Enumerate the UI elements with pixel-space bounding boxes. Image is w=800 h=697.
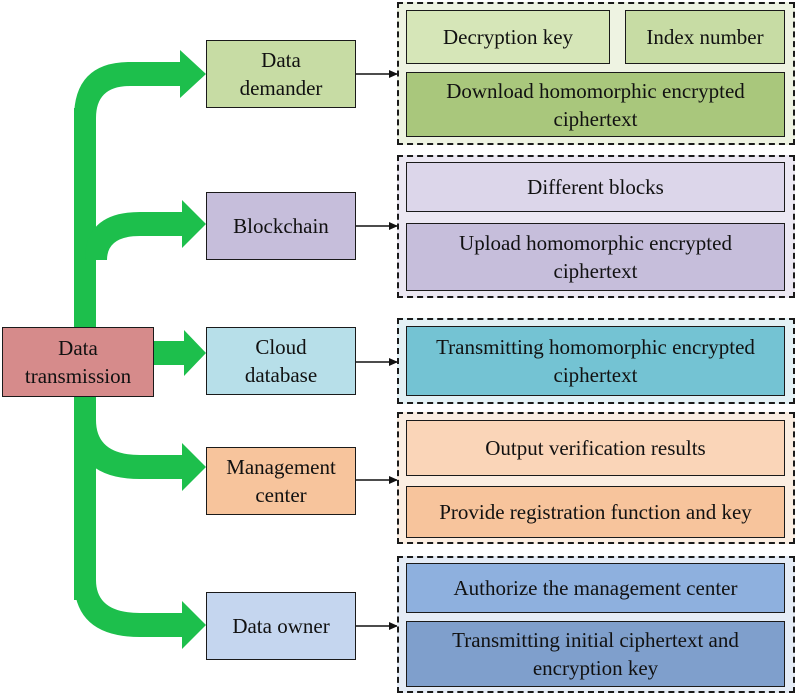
item-upload-ciphertext: Upload homomorphic encrypted ciphertext (406, 223, 785, 291)
item-index-number: Index number (625, 10, 785, 64)
entity-node-cloud-database: Cloud database (206, 327, 356, 395)
entity-label: Data owner (232, 614, 330, 638)
root-node-data-transmission: Data transmission (2, 327, 154, 397)
item-label: Transmitting initial ciphertext and encr… (452, 628, 739, 680)
entity-node-management-center: Management center (206, 447, 356, 515)
item-label: Provide registration function and key (439, 500, 752, 524)
item-label: Authorize the management center (453, 576, 738, 600)
item-label: Index number (646, 25, 764, 49)
item-label: Decryption key (442, 25, 574, 49)
item-output-verification: Output verification results (406, 420, 785, 476)
item-transmitting-ciphertext: Transmitting homomorphic encrypted ciphe… (406, 326, 785, 396)
item-label: Upload homomorphic encrypted ciphertext (459, 231, 732, 283)
green-arrow-blockchain (85, 200, 206, 260)
green-arrow-data-owner (74, 390, 206, 649)
item-decryption-key: Decryption key (406, 10, 610, 64)
green-arrow-cloud-database (150, 330, 206, 376)
item-label: Download homomorphic encrypted ciphertex… (446, 78, 745, 131)
item-label: Transmitting homomorphic encrypted ciphe… (436, 335, 755, 387)
item-initial-ciphertext: Transmitting initial ciphertext and encr… (406, 621, 785, 687)
green-arrow-data-demander (74, 50, 206, 330)
item-different-blocks: Different blocks (406, 162, 785, 212)
entity-label: Data demander (239, 48, 323, 100)
item-label: Output verification results (485, 436, 706, 460)
entity-node-data-owner: Data owner (206, 592, 356, 660)
item-label: Different blocks (527, 175, 664, 199)
root-node-label: Data transmission (24, 336, 132, 388)
item-registration-function: Provide registration function and key (406, 486, 785, 538)
item-download-ciphertext: Download homomorphic encrypted ciphertex… (406, 72, 785, 137)
entity-label: Cloud database (244, 335, 318, 387)
entity-label: Management center (226, 455, 336, 507)
item-authorize-management: Authorize the management center (406, 563, 785, 613)
entity-node-data-demander: Data demander (206, 40, 356, 108)
entity-label: Blockchain (233, 214, 329, 238)
green-arrow-management-center (74, 420, 206, 491)
entity-node-blockchain: Blockchain (206, 192, 356, 260)
